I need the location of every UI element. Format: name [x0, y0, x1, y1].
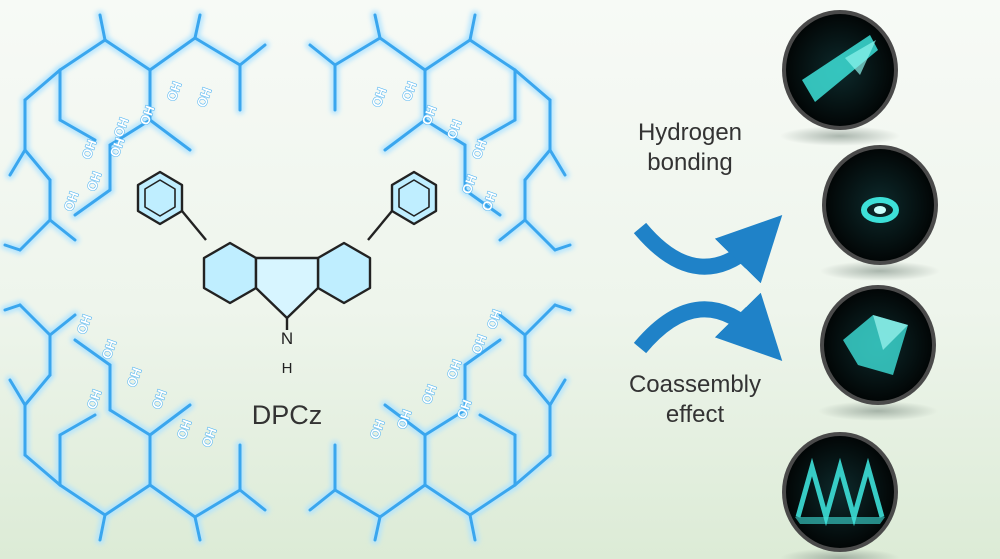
hydroxyl-label: OH	[79, 138, 100, 161]
hydroxyl-label: OH	[419, 383, 440, 406]
hydroxyl-label: OH	[84, 388, 105, 411]
hydroxyl-label: OH	[84, 170, 105, 193]
hydroxyl-label: OH	[61, 190, 82, 213]
phenyl-ring-left	[136, 170, 184, 226]
hydrogen-bonding-label: Hydrogen bonding	[610, 118, 770, 178]
crystal-photo-2	[820, 145, 940, 281]
hydroxyl-label: OH	[174, 418, 195, 441]
crystal-photo-3	[818, 285, 938, 421]
cyclodextrin-frame-2	[305, 10, 575, 255]
cyclodextrin-frame-3	[0, 300, 270, 545]
crystal-photos	[780, 10, 940, 559]
crystal-photo-1	[780, 10, 900, 146]
hydroxyl-label: OH	[399, 80, 420, 103]
carbazole-benzo-left	[202, 241, 258, 305]
arrow-up-curve	[633, 215, 783, 284]
hydroxyl-label: OH	[394, 408, 415, 431]
exchange-arrows	[633, 215, 783, 361]
hydroxyl-label: OH	[479, 190, 500, 213]
carbazole-pyrrole	[254, 256, 320, 320]
hydroxyl-label: OH	[369, 86, 390, 109]
cyclodextrin-frames	[0, 10, 575, 545]
hydroxyl-label: OH	[137, 104, 158, 127]
hydroxyl-label: OH	[124, 366, 145, 389]
molecule-name: DPCz	[251, 400, 323, 430]
hydroxyl-label: OH	[194, 86, 215, 109]
hydroxyl-label: OH	[149, 388, 170, 411]
hydrogen-bonding-line2: bonding	[647, 149, 733, 176]
arrow-down-curve	[633, 292, 783, 361]
hydroxyl-label: OH	[484, 308, 505, 331]
cyclodextrin-frame-1	[0, 10, 270, 255]
crystal-photo-4	[780, 432, 900, 559]
cyclodextrin-frame-4	[305, 300, 575, 545]
hydrogen-bonding-line1: Hydrogen	[637, 119, 743, 146]
hydroxyl-label: OH	[99, 338, 120, 361]
hydroxyl-label: OH	[74, 313, 95, 336]
nitrogen-atom: N	[281, 329, 293, 348]
dpcz-molecule	[136, 170, 438, 330]
hydrogen-atom: H	[282, 360, 293, 377]
hydroxyl-label: OH	[469, 138, 490, 161]
hydroxyl-label: OH	[469, 333, 490, 356]
hydroxyl-label: OH	[111, 116, 132, 139]
hydroxyl-label: OH	[199, 426, 220, 449]
hydroxyl-label: OH	[164, 80, 185, 103]
hydroxyl-label: OH	[107, 136, 128, 159]
hydroxyl-label: OH	[444, 118, 465, 141]
coassembly-line2: effect	[665, 401, 725, 428]
coassembly-label: Coassembly effect	[600, 370, 790, 430]
hydroxyl-label: OH	[459, 173, 480, 196]
hydroxyl-label: OH	[419, 104, 440, 127]
phenyl-ring-right	[390, 170, 438, 226]
coassembly-line1: Coassembly	[628, 371, 762, 398]
hydroxyl-label: OH	[454, 398, 475, 421]
hydroxyl-label: OH	[367, 418, 388, 441]
hydroxyl-label: OH	[444, 358, 465, 381]
carbazole-benzo-right	[316, 241, 372, 305]
